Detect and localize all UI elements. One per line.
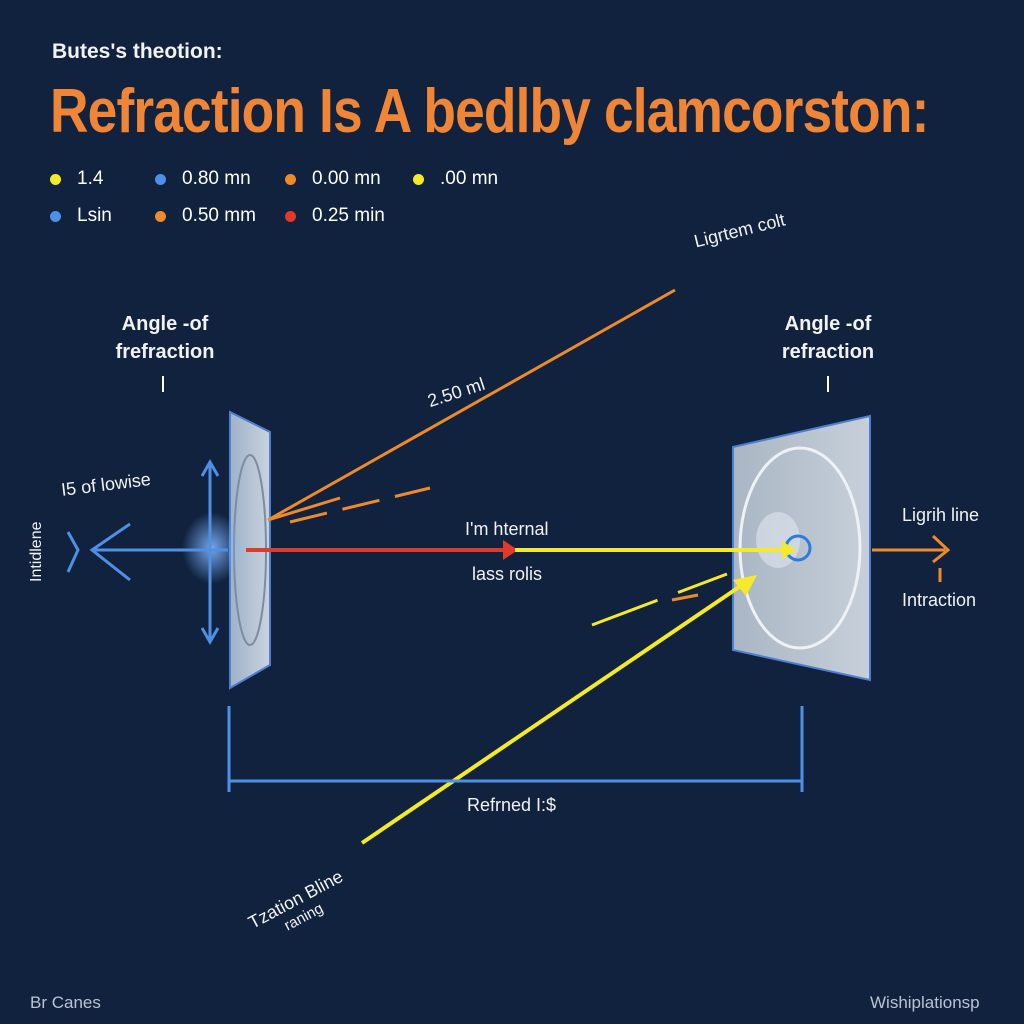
legend-item: Lsin [50, 205, 112, 227]
yellow-dashed-ray [591, 572, 728, 627]
legend-label: 1.4 [77, 168, 104, 189]
legend-label: Lsin [77, 205, 112, 226]
orange-dashed-ray [289, 486, 431, 524]
yellow-horizontal-ray [515, 541, 796, 559]
incident-blue-arrow [66, 522, 228, 582]
orange-incoming-ray [267, 288, 676, 522]
footer-left: Br Canes [30, 993, 101, 1012]
intraction-label: Intraction [902, 590, 977, 610]
footer-right: Wishiplationsp [870, 993, 980, 1012]
incidence-label: Intidlene [28, 521, 45, 583]
legend-item: 0.25 min [285, 205, 385, 227]
angle-label-left-line1: Angle -of [121, 313, 209, 335]
legend-item: 0.50 mm [155, 205, 256, 227]
orange-small-dash [671, 593, 699, 602]
lighthline-label: Ligrih line [902, 505, 980, 525]
legend-label: .00 mn [440, 168, 499, 189]
angle-label-right-line1: Angle -of [784, 313, 872, 335]
legend-item: .00 mn [413, 168, 498, 190]
angle-label-right: Angle -of refraction [768, 310, 888, 366]
legend-dot [285, 210, 296, 222]
refrned-label: Refrned I:$ [467, 795, 557, 815]
legend-dot [155, 210, 166, 222]
right-lens [732, 414, 871, 682]
legend-dot [285, 173, 296, 185]
legend: 1.4 0.80 mn 0.00 mn .00 mn Lsin 0.50 mm … [50, 168, 570, 238]
diagram-title: Refraction Is A bedlby clamcorston: [50, 77, 929, 146]
legend-label: 0.25 min [312, 205, 385, 226]
outgoing-orange-arrow [872, 534, 951, 582]
lass-label: lass rolis [472, 564, 543, 584]
legend-item: 0.80 mn [155, 168, 251, 190]
legend-dot [50, 173, 61, 185]
angle-label-left: Angle -of frefraction [105, 310, 225, 366]
diagram-subtitle: Butes's theotion: [52, 40, 223, 63]
legend-dot [413, 173, 424, 185]
angle-label-left-line2: frefraction [115, 341, 215, 363]
legend-label: 0.00 mn [312, 168, 381, 189]
yellow-diagonal-ray [360, 575, 757, 845]
legend-label: 0.80 mn [182, 168, 251, 189]
vertical-double-arrow [200, 458, 220, 646]
legend-dot [50, 210, 61, 222]
legend-item: 0.00 mn [285, 168, 381, 190]
legend-item: 1.4 [50, 168, 103, 190]
width-bracket [227, 706, 804, 792]
internal-label: I'm hternal [465, 519, 549, 539]
legend-dot [155, 173, 166, 185]
red-internal-ray [246, 540, 518, 560]
legend-label: 0.50 mm [182, 205, 256, 226]
angle-label-right-line2: refraction [781, 341, 875, 363]
